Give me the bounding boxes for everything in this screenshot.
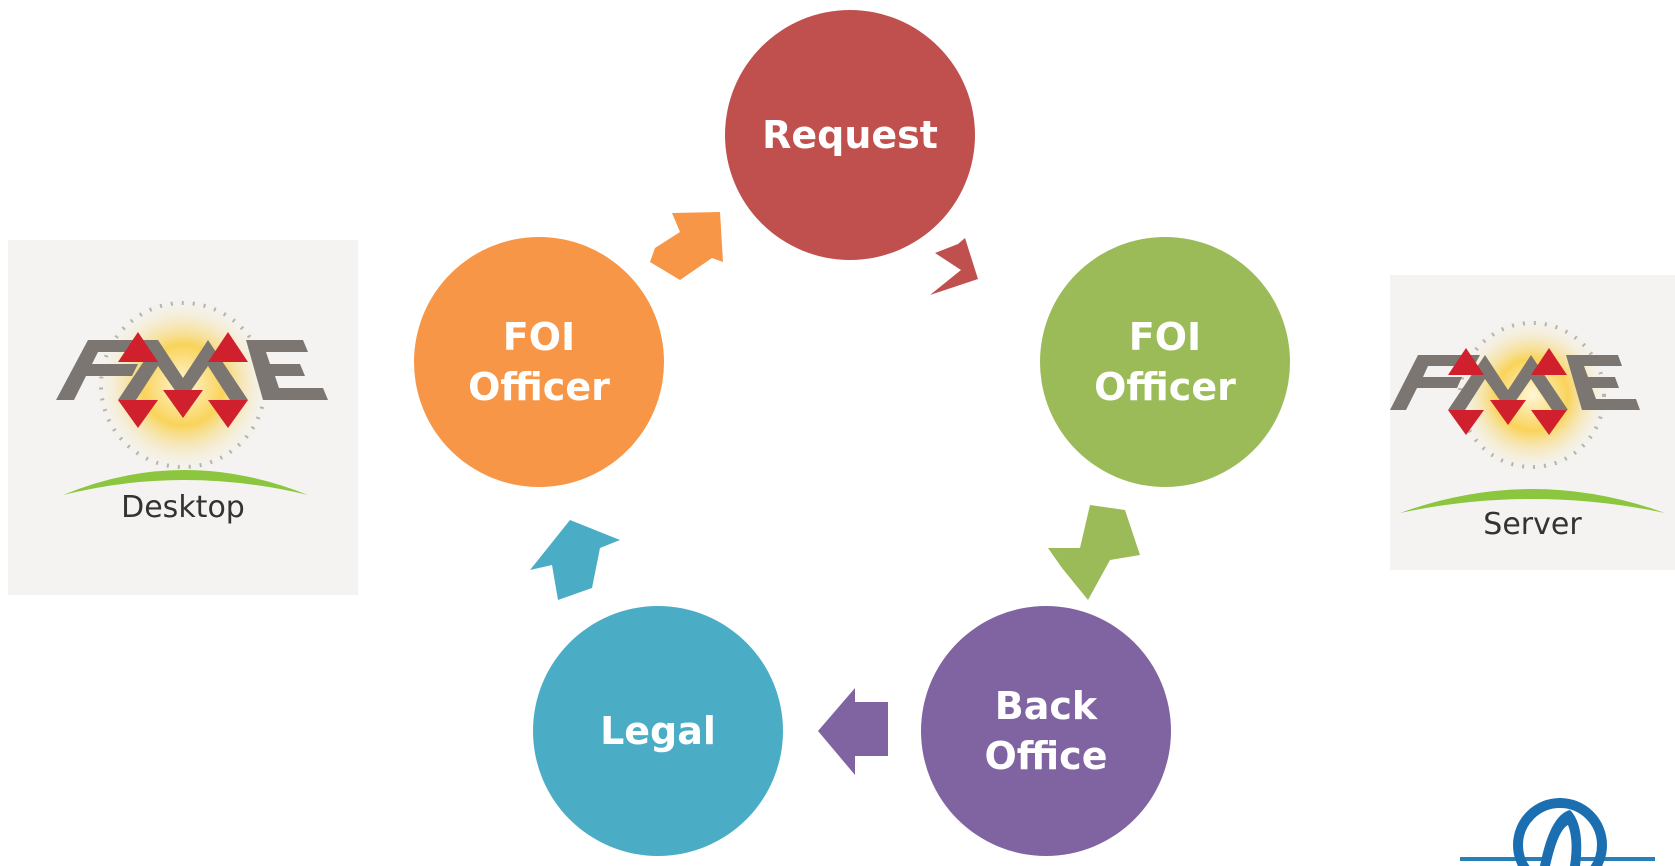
arrow-back-office-to-legal (818, 688, 888, 775)
node-legal-label: Legal (600, 709, 716, 753)
node-back-office-label: Back Office (984, 684, 1108, 778)
fme-desktop-logo: Desktop (8, 240, 358, 595)
fme-server-caption: Server (1483, 507, 1582, 542)
arrow-foi-officer-left-to-request (650, 212, 723, 280)
arrow-foi-officer-right-to-back-office (1048, 505, 1140, 600)
fme-desktop-caption: Desktop (121, 490, 245, 525)
arrow-request-to-foi-officer-right (930, 238, 978, 295)
fme-server-logo: Server (1390, 275, 1675, 570)
node-legal: Legal (533, 606, 783, 856)
arrow-legal-to-foi-officer-left (530, 520, 620, 600)
fme-desktop-logo-graphic (56, 295, 328, 495)
node-back-office: Back Office (921, 606, 1171, 856)
globe-logo-icon (1460, 798, 1655, 866)
node-request: Request (725, 10, 975, 260)
node-foi-officer-left-label: FOI Officer (468, 315, 610, 409)
node-foi-officer-left: FOI Officer (414, 237, 664, 487)
node-request-label: Request (762, 113, 938, 157)
fme-server-logo-graphic (1390, 315, 1665, 513)
node-foi-officer-right-label: FOI Officer (1094, 315, 1236, 409)
node-foi-officer-right: FOI Officer (1040, 237, 1290, 487)
